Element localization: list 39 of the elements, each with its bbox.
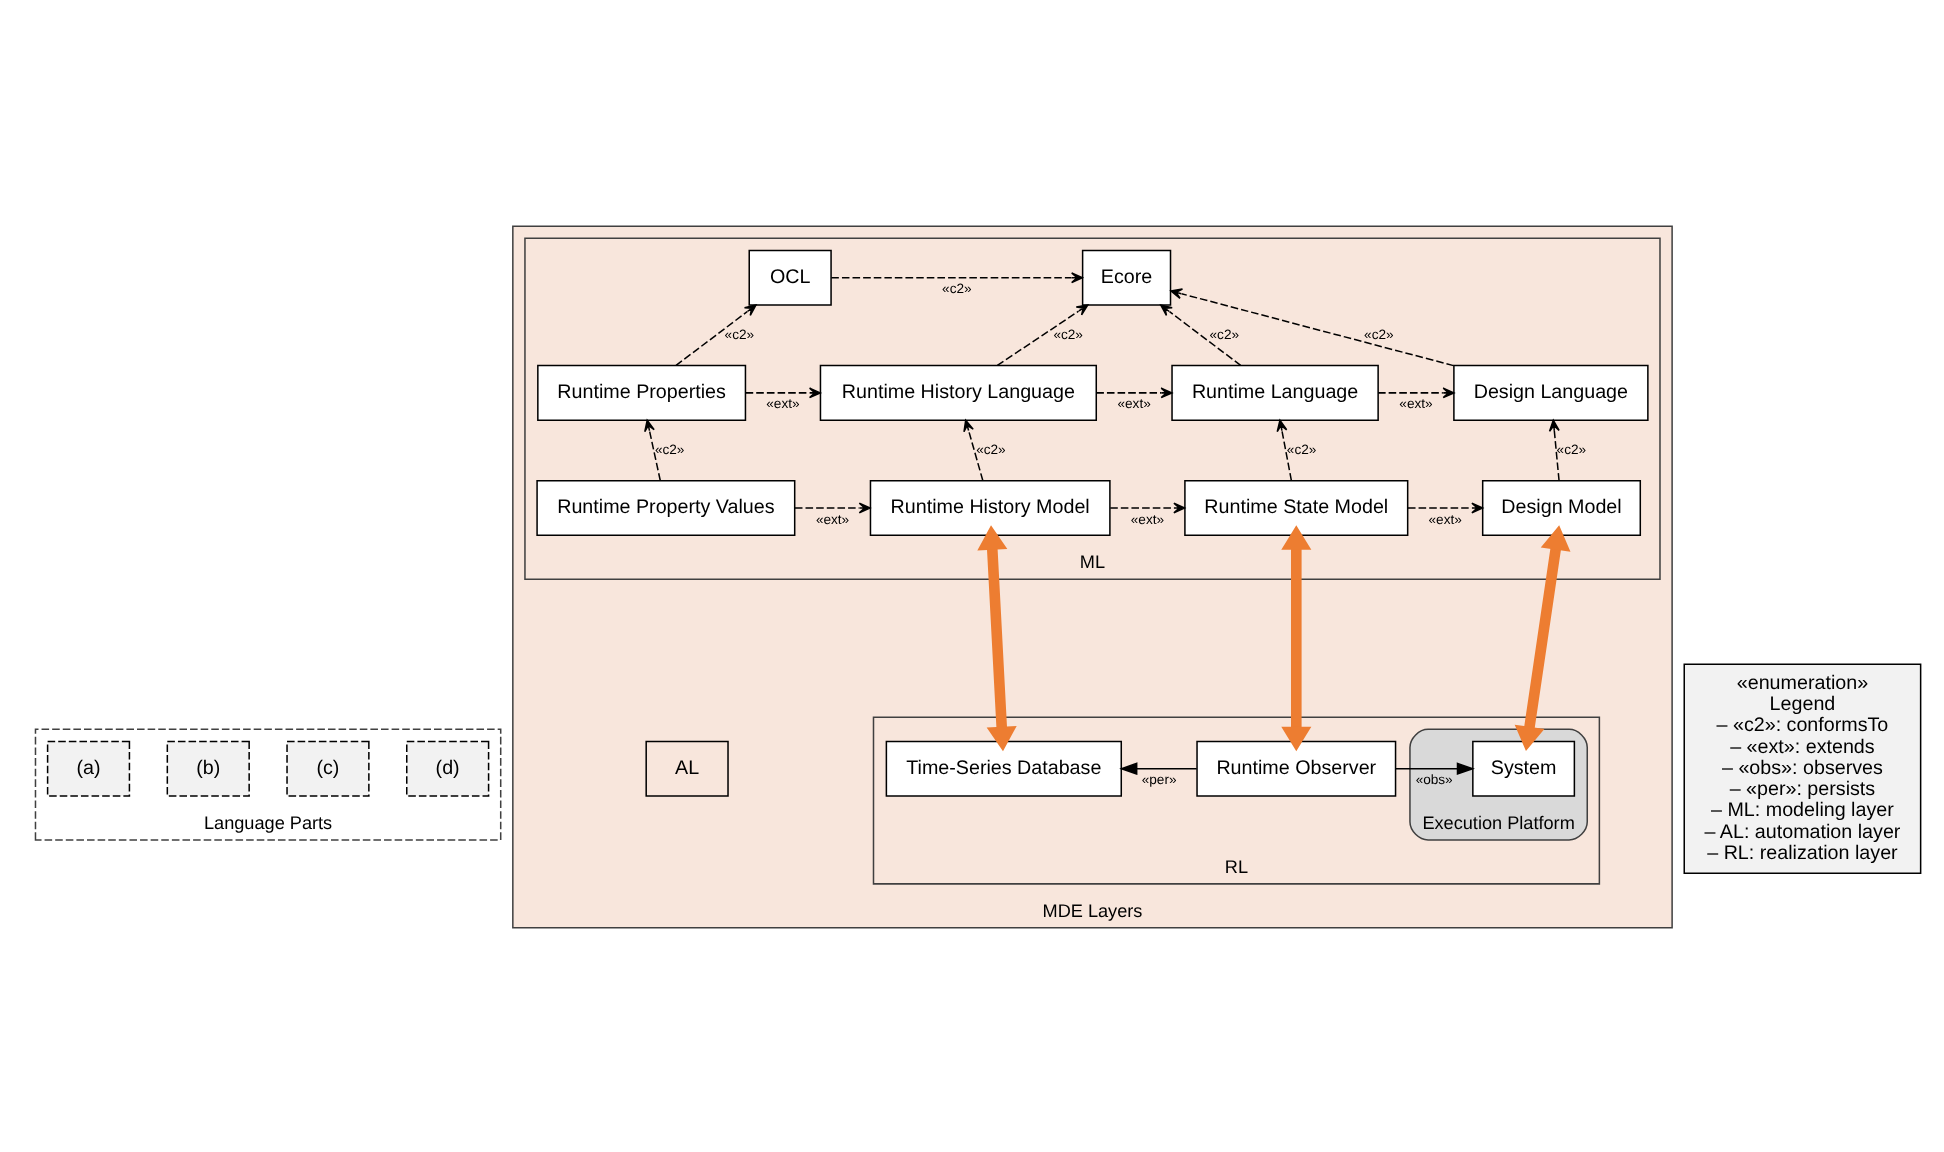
node-box: Ecore (1081, 248, 1172, 305)
arrow (1395, 761, 1475, 775)
node-box: Design Model (1481, 479, 1642, 536)
arrow (1119, 761, 1198, 775)
arrow (830, 271, 1084, 283)
node-box: Runtime Observer (1196, 739, 1397, 796)
node-box: Runtime Property Values (536, 479, 796, 536)
arrow (1514, 524, 1571, 751)
node-box: AL (645, 739, 729, 796)
node-box: Runtime Language (1171, 363, 1379, 420)
node-box: (b) (166, 739, 250, 796)
arrow (996, 303, 1089, 366)
arrow (1170, 287, 1455, 366)
node-box: OCL (748, 248, 832, 305)
arrow (977, 524, 1017, 751)
arrow (1160, 303, 1242, 366)
arrow (1281, 524, 1312, 751)
node-box: (c) (286, 739, 370, 796)
arrow (1095, 386, 1173, 398)
arrow (1109, 501, 1186, 513)
node-box: Runtime History Model (869, 479, 1111, 536)
arrow (1377, 386, 1455, 398)
arrow (1407, 501, 1484, 513)
arrow (644, 418, 662, 481)
node-box: Design Language (1453, 363, 1649, 420)
node-box: Runtime State Model (1184, 479, 1409, 536)
node-box: Runtime History Language (819, 363, 1097, 420)
node-box: (d) (406, 739, 490, 796)
node-box: Runtime Properties (537, 363, 747, 420)
node-box: (a) (46, 739, 131, 796)
node-box: System (1472, 739, 1576, 796)
arrow (745, 386, 821, 398)
node-box: «enumeration» Legend – «c2»: conformsTo – «ext»: extends – «obs»: observes – «per»: persists – ML: modeling layer – AL: automation layer – RL: realization layer (1683, 662, 1922, 873)
node-box: Time-Series Database (885, 739, 1123, 796)
arrow (794, 501, 871, 513)
arrow (963, 418, 984, 481)
arrow (1276, 418, 1293, 481)
arrow (1548, 418, 1560, 481)
arrow (675, 303, 757, 366)
